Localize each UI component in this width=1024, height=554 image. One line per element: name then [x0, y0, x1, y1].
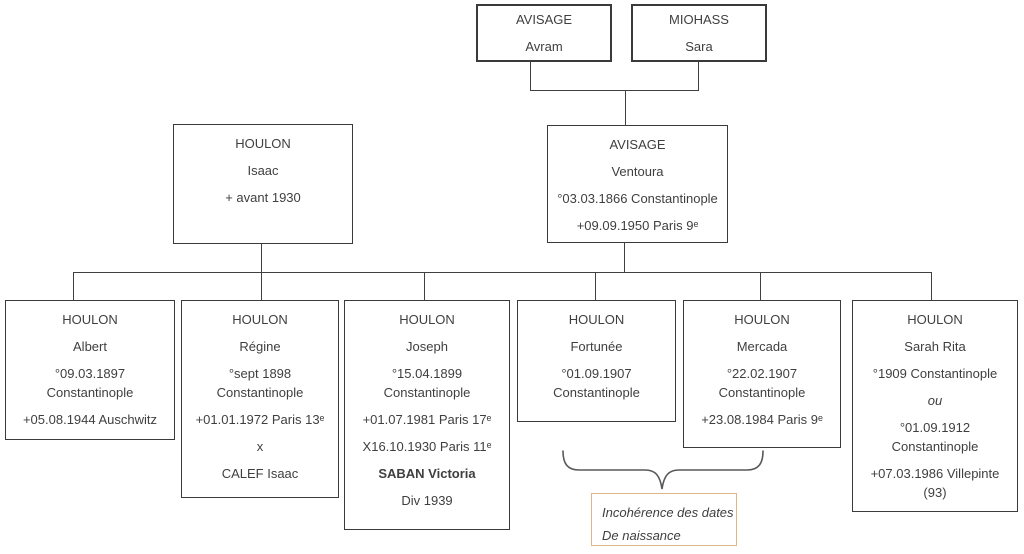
surname: HOULON — [62, 312, 118, 327]
annotation-note: Incohérence des dates De naissance — [591, 493, 737, 546]
surname: AVISAGE — [515, 12, 573, 27]
line-drop-mercada — [760, 272, 761, 300]
line-drop-sarah-rita — [931, 272, 932, 300]
spouse-name: SABAN Victoria — [378, 466, 476, 481]
surname: MIOHASS — [669, 12, 729, 27]
given-name: Régine — [239, 339, 281, 354]
person-box-houlon-fortunee: HOULON Fortunée °01.09.1907 Constantinop… — [517, 300, 676, 422]
line-drop-albert — [73, 272, 74, 300]
line-drop-fortunee — [595, 272, 596, 300]
person-box-houlon-sarah-rita: HOULON Sarah Rita °1909 Constantinople o… — [852, 300, 1018, 512]
death-info: +23.08.1984 Paris 9ᵉ — [701, 412, 823, 427]
given-name: Ventoura — [611, 164, 664, 179]
bracket-brace — [562, 450, 764, 490]
line-grandmother-down — [698, 62, 699, 90]
surname: HOULON — [232, 312, 288, 327]
line-grandparents-horizontal — [530, 90, 699, 91]
death-info: +09.09.1950 Paris 9ᵉ — [576, 218, 699, 233]
death-info: +05.08.1944 Auschwitz — [22, 412, 158, 427]
line-grandparents-to-mother — [625, 90, 626, 125]
marriage-info: X16.10.1930 Paris 11ᵉ — [362, 439, 492, 454]
note-line-2: De naissance — [602, 528, 681, 543]
birth-info: °sept 1898 Constantinople — [216, 366, 304, 400]
spouse-name: CALEF Isaac — [221, 466, 299, 481]
given-name: Avram — [525, 39, 563, 54]
birth-info-alt2: °01.09.1912 Constantinople — [891, 420, 979, 454]
surname: AVISAGE — [609, 137, 666, 152]
birth-info: °09.03.1897 Constantinople — [46, 366, 134, 400]
given-name: Mercada — [736, 339, 788, 354]
given-name: Isaac — [247, 163, 279, 178]
surname: HOULON — [235, 136, 291, 151]
person-box-houlon-joseph: HOULON Joseph °15.04.1899 Constantinople… — [344, 300, 510, 530]
death-info: +01.01.1972 Paris 13ᵉ — [195, 412, 325, 427]
person-box-miohass-sara: MIOHASS Sara — [631, 4, 767, 62]
birth-info: °22.02.1907 Constantinople — [718, 366, 806, 400]
person-box-houlon-isaac: HOULON Isaac + avant 1930 — [173, 124, 353, 244]
death-info: +01.07.1981 Paris 17ᵉ — [362, 412, 492, 427]
or-label: ou — [927, 393, 943, 408]
death-info: + avant 1930 — [225, 190, 301, 205]
given-name: Joseph — [406, 339, 448, 354]
given-name: Sarah Rita — [904, 339, 966, 354]
given-name: Sara — [685, 39, 713, 54]
line-drop-joseph — [424, 272, 425, 300]
surname: HOULON — [734, 312, 790, 327]
birth-info: °03.03.1866 Constantinople — [557, 191, 718, 206]
divorce-info: Div 1939 — [401, 493, 453, 508]
line-siblings-horizontal — [73, 272, 932, 273]
birth-info: °15.04.1899 Constantinople — [383, 366, 471, 400]
person-box-houlon-albert: HOULON Albert °09.03.1897 Constantinople… — [5, 300, 175, 440]
line-mother-to-siblings — [624, 243, 625, 272]
surname: HOULON — [907, 312, 963, 327]
person-box-avisage-avram: AVISAGE Avram — [476, 4, 612, 62]
line-grandfather-down — [530, 62, 531, 90]
surname: HOULON — [568, 312, 625, 327]
birth-info: °01.09.1907 Constantinople — [553, 366, 640, 400]
given-name: Fortunée — [570, 339, 623, 354]
marriage-symbol: x — [256, 439, 264, 454]
note-line-1: Incohérence des dates — [602, 505, 734, 520]
person-box-houlon-regine: HOULON Régine °sept 1898 Constantinople … — [181, 300, 339, 498]
person-box-avisage-ventoura: AVISAGE Ventoura °03.03.1866 Constantino… — [547, 125, 728, 243]
surname: HOULON — [399, 312, 455, 327]
person-box-houlon-mercada: HOULON Mercada °22.02.1907 Constantinopl… — [683, 300, 841, 448]
birth-info-alt1: °1909 Constantinople — [872, 366, 998, 381]
death-info: +07.03.1986 Villepinte (93) — [870, 466, 1000, 500]
given-name: Albert — [73, 339, 107, 354]
